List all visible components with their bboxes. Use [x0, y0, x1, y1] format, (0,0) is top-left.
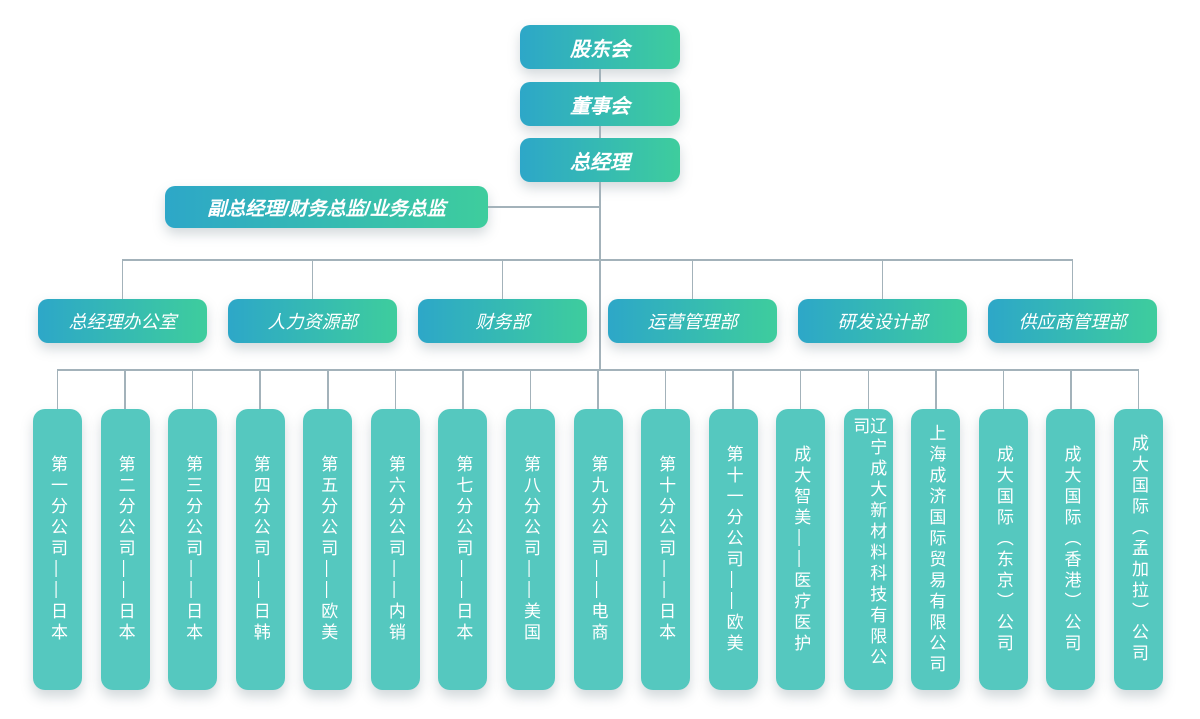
connector-branch-drop [732, 369, 734, 409]
connector-branch-drop [259, 369, 261, 409]
connector-dept-drop [691, 259, 694, 299]
connector-branch-drop [124, 369, 126, 409]
connector-dept-drop [121, 259, 124, 299]
connector-top2 [599, 126, 601, 138]
branch-label: 辽宁成大新材料科技有限公司 [850, 417, 887, 669]
branch-label: 第六分公司——内销 [385, 455, 405, 644]
branch-label: 成大国际（香港）公司 [1061, 444, 1081, 655]
connector-top1 [599, 69, 601, 82]
branch-label: 第九分公司——电商 [588, 455, 608, 644]
branch-wrap: 第五分公司——欧美 [303, 369, 353, 690]
branch-wrap: 成大国际（孟加拉）公司 [1114, 369, 1163, 690]
node-hr-dept: 人力资源部 [228, 299, 397, 343]
node-shareholders-meeting: 股东会 [520, 25, 680, 69]
node-rnd-design-dept: 研发设计部 [798, 299, 967, 343]
branch-label: 成大国际（东京）公司 [993, 444, 1013, 655]
branch-row: 第一分公司——日本 第二分公司——日本 第三分公司——日本 第四分公司——日韩 … [33, 369, 1163, 690]
connector-branch-drop [529, 369, 532, 409]
branch-label: 上海成济国际贸易有限公司 [926, 423, 946, 676]
node-branch-9: 第九分公司——电商 [573, 409, 623, 690]
node-branch-1: 第一分公司——日本 [33, 409, 82, 690]
node-finance-dept: 财务部 [418, 299, 587, 343]
branch-wrap: 辽宁成大新材料科技有限公司 [843, 369, 893, 690]
node-chengda-intl-tokyo: 成大国际（东京）公司 [978, 409, 1028, 690]
node-chengda-zhimei: 成大智美——医疗医护 [776, 409, 826, 690]
branch-wrap: 第十一分公司——欧美 [708, 369, 758, 690]
connector-dept-drop [311, 259, 314, 299]
dept-wrap: 人力资源部 [228, 259, 397, 343]
node-operations-dept: 运营管理部 [608, 299, 777, 343]
connector-branch-drop [191, 369, 194, 409]
connector-trunk [599, 182, 601, 369]
connector-branch-drop [1070, 369, 1072, 409]
dept-wrap: 运营管理部 [608, 259, 777, 343]
connector-branch-drop [664, 369, 667, 409]
dept-wrap: 财务部 [418, 259, 587, 343]
connector-dept-rail [123, 259, 1072, 261]
node-branch-8: 第八分公司——美国 [505, 409, 555, 690]
node-branch-7: 第七分公司——日本 [438, 409, 488, 690]
node-branch-6: 第六分公司——内销 [370, 409, 420, 690]
dept-wrap: 研发设计部 [798, 259, 967, 343]
connector-branch-drop [327, 369, 329, 409]
branch-label: 第二分公司——日本 [115, 455, 135, 644]
node-branch-3: 第三分公司——日本 [168, 409, 218, 690]
branch-wrap: 第四分公司——日韩 [235, 369, 285, 690]
branch-label: 第一分公司——日本 [48, 455, 67, 644]
node-deputy-gm-directors: 副总经理/财务总监/业务总监 [165, 186, 488, 228]
department-row: 总经理办公室 人力资源部 财务部 运营管理部 研发设计部 供应商管理部 [38, 259, 1157, 343]
branch-wrap: 第十分公司——日本 [641, 369, 691, 690]
node-chengda-intl-bangladesh: 成大国际（孟加拉）公司 [1114, 409, 1163, 690]
connector-branch-drop [56, 369, 59, 409]
node-branch-11: 第十一分公司——欧美 [708, 409, 758, 690]
node-branch-4: 第四分公司——日韩 [235, 409, 285, 690]
node-liaoning-new-materials: 辽宁成大新材料科技有限公司 [843, 409, 893, 690]
connector-branch-drop [935, 369, 937, 409]
branch-label: 成大国际（孟加拉）公司 [1129, 434, 1148, 665]
connector-branch-drop [799, 369, 802, 409]
node-gm-office: 总经理办公室 [38, 299, 207, 343]
branch-label: 第四分公司——日韩 [250, 455, 270, 644]
connector-branch-drop [597, 369, 599, 409]
connector-dept-drop [501, 259, 504, 299]
node-branch-5: 第五分公司——欧美 [303, 409, 353, 690]
branch-label: 第三分公司——日本 [183, 455, 203, 644]
connector-staff [488, 206, 600, 208]
node-shanghai-chengji-trade: 上海成济国际贸易有限公司 [911, 409, 961, 690]
dept-wrap: 供应商管理部 [988, 259, 1157, 343]
node-branch-2: 第二分公司——日本 [100, 409, 150, 690]
node-board-of-directors: 董事会 [520, 82, 680, 126]
branch-label: 第十分公司——日本 [656, 455, 676, 644]
branch-wrap: 成大智美——医疗医护 [776, 369, 826, 690]
branch-wrap: 第一分公司——日本 [33, 369, 82, 690]
branch-wrap: 第八分公司——美国 [505, 369, 555, 690]
branch-label: 成大智美——医疗医护 [791, 444, 811, 655]
connector-dept-drop [881, 259, 884, 299]
branch-wrap: 成大国际（东京）公司 [978, 369, 1028, 690]
branch-wrap: 第三分公司——日本 [168, 369, 218, 690]
connector-dept-drop [1071, 259, 1074, 299]
node-chengda-intl-hongkong: 成大国际（香港）公司 [1046, 409, 1096, 690]
branch-label: 第十一分公司——欧美 [723, 444, 743, 655]
node-supplier-mgmt-dept: 供应商管理部 [988, 299, 1157, 343]
branch-wrap: 成大国际（香港）公司 [1046, 369, 1096, 690]
connector-branch-drop [462, 369, 464, 409]
connector-branch-drop [394, 369, 397, 409]
connector-branch-drop [1002, 369, 1005, 409]
branch-label: 第五分公司——欧美 [318, 455, 338, 644]
branch-label: 第八分公司——美国 [520, 455, 540, 644]
branch-wrap: 第九分公司——电商 [573, 369, 623, 690]
branch-wrap: 第六分公司——内销 [370, 369, 420, 690]
branch-wrap: 上海成济国际贸易有限公司 [911, 369, 961, 690]
branch-label: 第七分公司——日本 [453, 455, 473, 644]
connector-branch-drop [1137, 369, 1140, 409]
node-general-manager: 总经理 [520, 138, 680, 182]
branch-wrap: 第二分公司——日本 [100, 369, 150, 690]
branch-wrap: 第七分公司——日本 [438, 369, 488, 690]
dept-wrap: 总经理办公室 [38, 259, 207, 343]
connector-branch-drop [867, 369, 869, 409]
node-branch-10: 第十分公司——日本 [641, 409, 691, 690]
